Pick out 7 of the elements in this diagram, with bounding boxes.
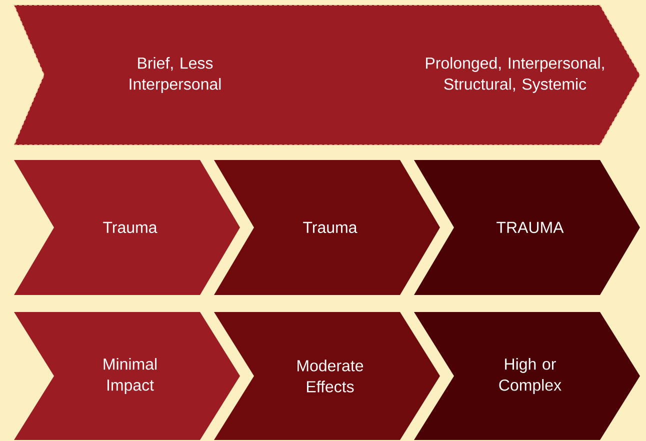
step-box: Trauma [14, 160, 240, 295]
banner-box: Brief, Less Interpersonal Prolonged, Interpersonal, Structural, Systemic [13, 4, 641, 146]
step-box: High or Complex [414, 312, 640, 440]
step-box: Moderate Effects [214, 312, 440, 440]
step-box: Minimal Impact [14, 312, 240, 440]
step-box: TRAUMA [414, 160, 640, 295]
step-box: Trauma [214, 160, 440, 295]
